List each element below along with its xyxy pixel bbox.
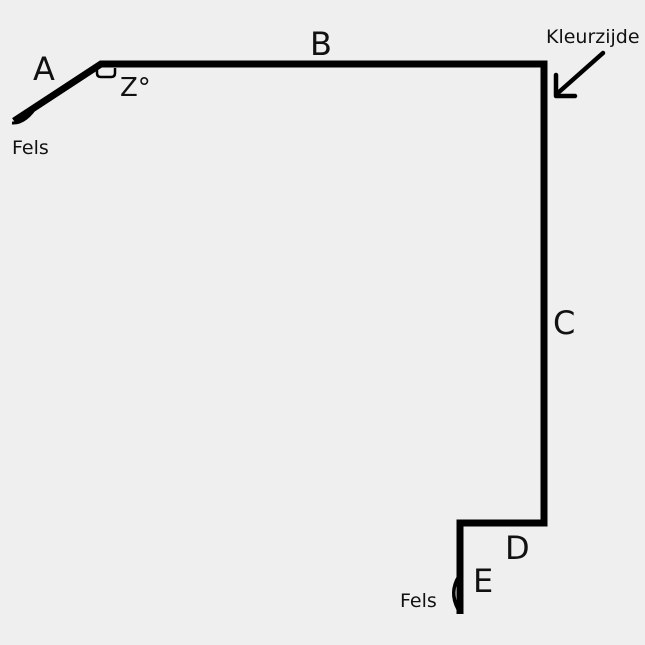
- angle-marker: [95, 68, 117, 79]
- segment-label-d: D: [505, 529, 530, 567]
- segment-label-e: E: [473, 562, 493, 600]
- segment-label-a: A: [33, 50, 55, 88]
- hem-bottom-fold: [452, 575, 461, 610]
- color-side-label: Kleurzijde: [546, 26, 640, 48]
- hem-label-bottom: Fels: [400, 590, 437, 612]
- hem-label-top: Fels: [12, 137, 49, 159]
- hem-top-fold: [11, 103, 40, 125]
- profile-line: [12, 60, 548, 614]
- color-side-arrow: [556, 50, 606, 95]
- angle-label: Z°: [120, 73, 151, 103]
- color-side-arrowhead: [553, 72, 578, 99]
- segment-label-b: B: [310, 25, 332, 63]
- segment-label-c: C: [553, 304, 575, 342]
